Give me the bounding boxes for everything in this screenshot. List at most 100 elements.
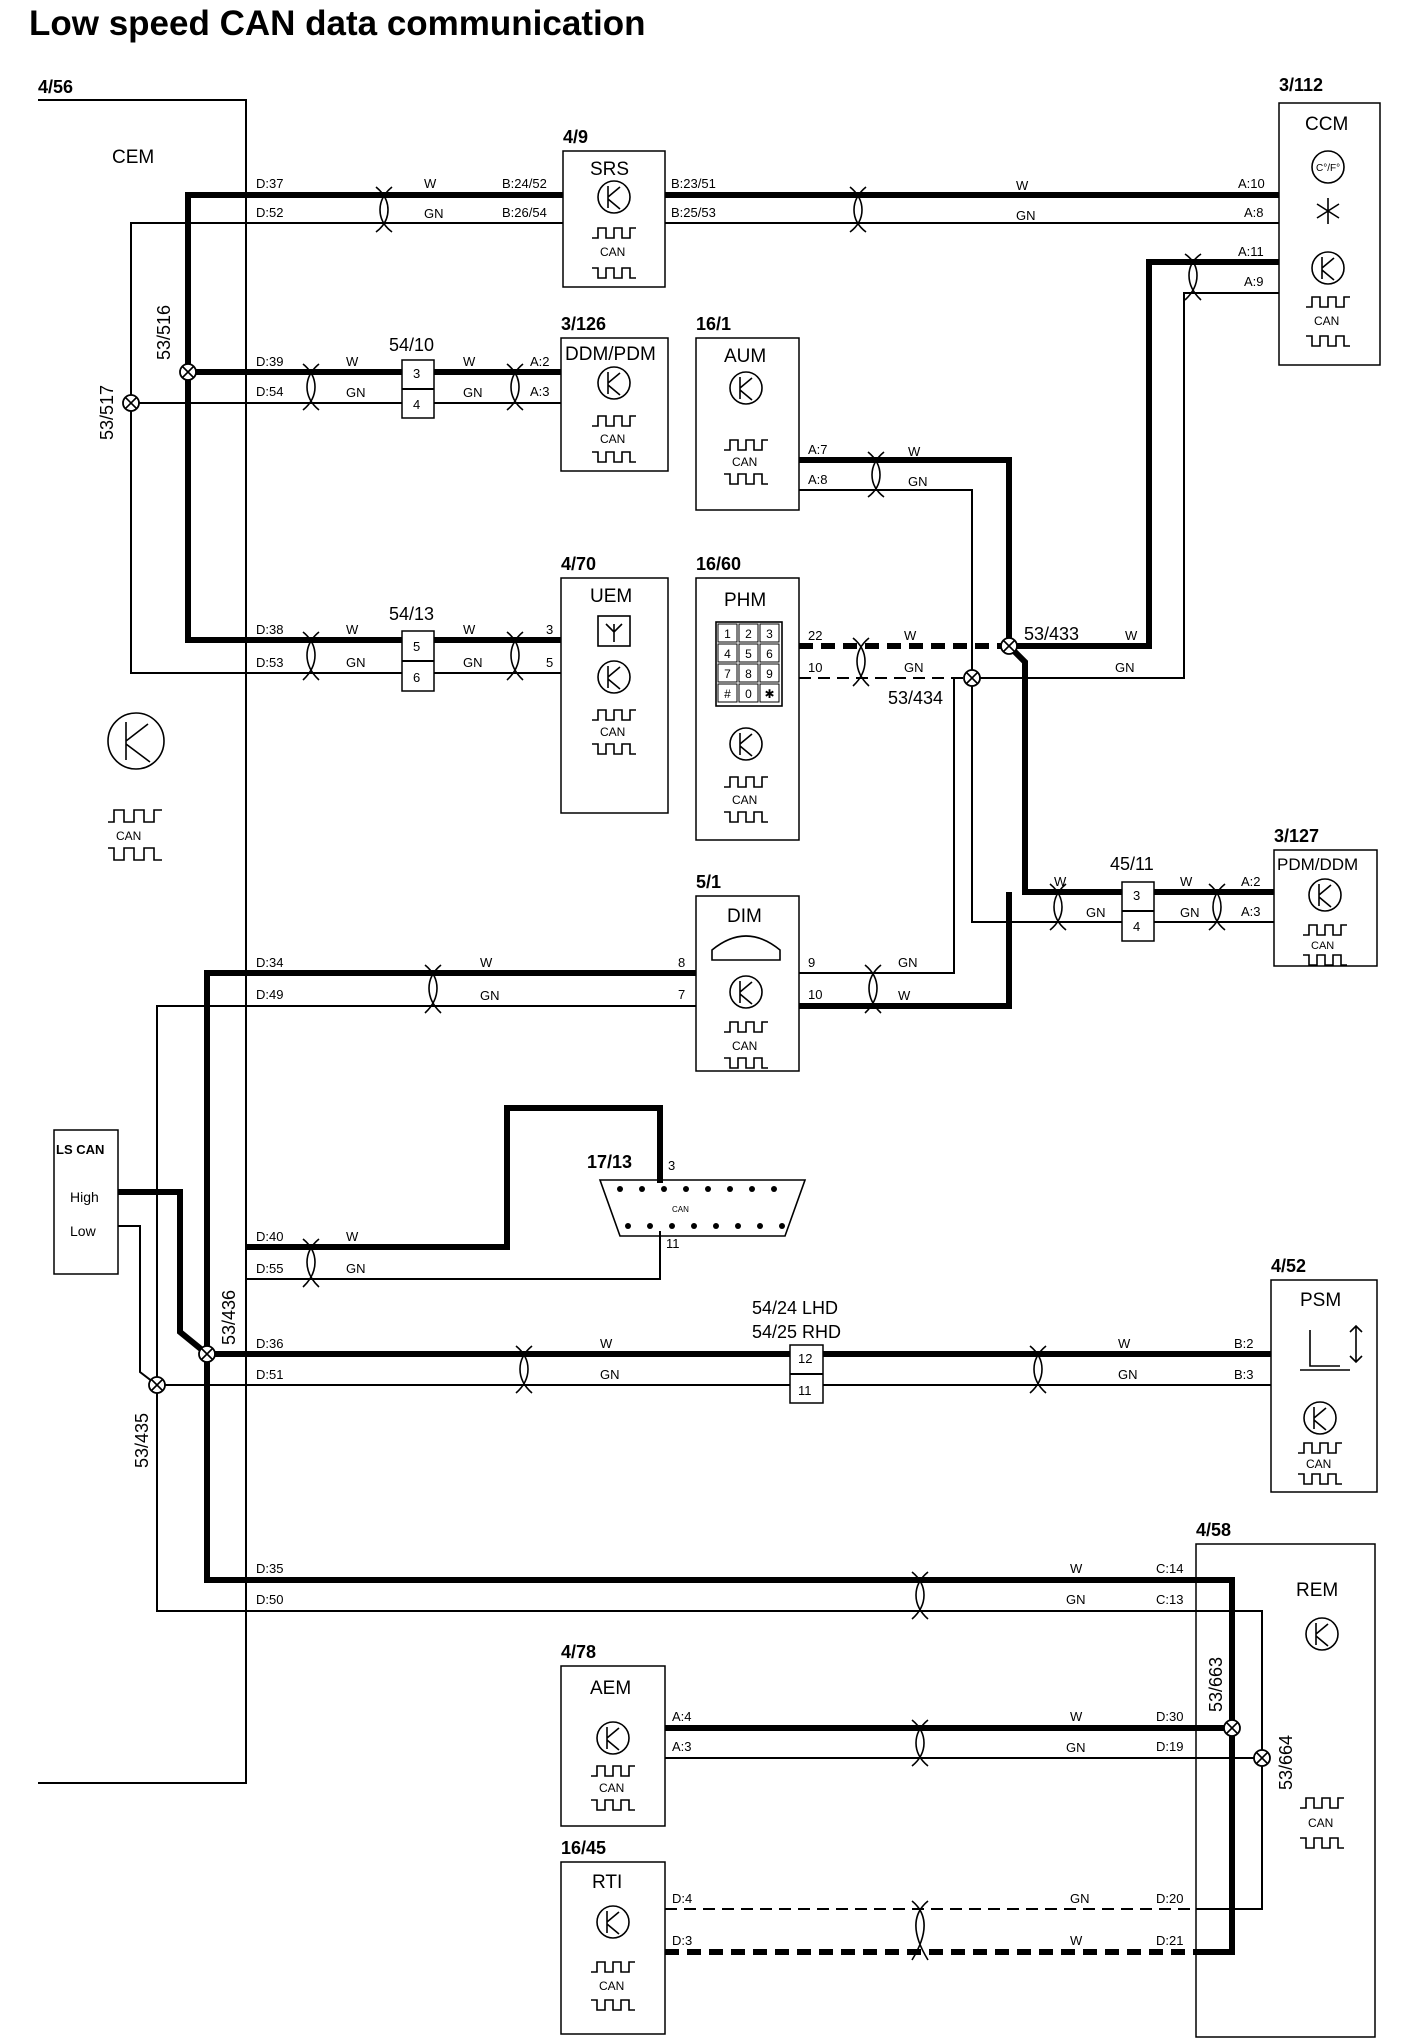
splice-53-433-label: 53/433 [1024,624,1079,644]
transistor-icon [597,366,631,400]
connector-45-11-ref: 45/11 [1110,854,1154,874]
transistor-icon [729,975,763,1009]
svg-text:D:50: D:50 [256,1592,283,1607]
svg-text:W: W [346,354,359,369]
keypad-key-label: 6 [766,647,773,661]
page-title: Low speed CAN data communication [29,4,646,43]
keypad-key [738,663,759,683]
connector-54-25-ref-rhd: 54/25 RHD [752,1322,841,1342]
svg-text:D:52: D:52 [256,205,283,220]
svg-text:W: W [1070,1561,1083,1576]
svg-text:W: W [1016,178,1029,193]
cem-ref: 4/56 [38,77,73,97]
ls-can-name: LS CAN [56,1142,104,1157]
transistor-icon [729,727,763,761]
svg-text:7: 7 [678,987,685,1002]
can-wave-icon [1298,1442,1342,1485]
can-label: CAN [672,1205,689,1214]
svg-text:GN: GN [480,988,500,1003]
svg-text:W: W [600,1336,613,1351]
svg-text:4: 4 [413,397,420,412]
connector-54-10-ref: 54/10 [389,335,434,355]
keypad-icon [715,621,783,707]
keypad-key [759,643,780,663]
svg-text:12: 12 [798,1351,812,1366]
ccm-temp-symbol: C°/F° [1316,163,1340,174]
aum-box [695,337,800,511]
svg-text:D:3: D:3 [672,1933,692,1948]
svg-text:W: W [424,176,437,191]
svg-text:W: W [1125,628,1138,643]
svg-text:A:11: A:11 [1238,244,1264,259]
svg-text:W: W [898,988,911,1003]
transistor-icon [597,180,631,214]
keypad-key-label: 5 [745,647,752,661]
svg-text:W: W [908,444,921,459]
svg-text:W: W [346,1229,359,1244]
svg-text:A:3: A:3 [672,1739,692,1754]
ddm-pdm-ref: 3/126 [561,314,606,334]
can-wave-icon [724,439,768,485]
can-label: CAN [599,1979,624,1993]
splice-53-436-label: 53/436 [219,1290,239,1345]
keypad-key-label: # [724,687,731,701]
svg-text:C:14: C:14 [1156,1561,1183,1576]
svg-text:W: W [1118,1336,1131,1351]
svg-text:5: 5 [413,639,420,654]
srs-box [562,150,666,288]
svg-text:11: 11 [798,1383,812,1398]
svg-text:A:10: A:10 [1238,176,1265,191]
transistor-icon [1311,251,1345,285]
keypad-key-label: ✱ [764,687,774,701]
svg-text:A:7: A:7 [808,442,828,457]
splice-53-434 [963,669,981,687]
svg-text:9: 9 [808,955,815,970]
transistor-icon [597,660,631,694]
svg-text:3: 3 [1133,888,1140,903]
splice-53-517 [122,394,140,412]
svg-text:D:55: D:55 [256,1261,283,1276]
can-wave-icon [591,1961,635,2011]
aem-ref: 4/78 [561,1642,596,1662]
can-wave-icon [1303,924,1347,966]
can-wave-icon [592,415,636,463]
keypad-key-label: 2 [745,627,752,641]
svg-text:D:49: D:49 [256,987,283,1002]
can-label: CAN [600,245,625,259]
can-label: CAN [1306,1457,1331,1471]
svg-text:B:25/53: B:25/53 [671,205,716,220]
ls-can-low: Low [70,1223,97,1239]
keypad-key [717,663,738,683]
ls-can-high: High [70,1189,99,1205]
svg-text:D:51: D:51 [256,1367,283,1382]
svg-text:B:23/51: B:23/51 [671,176,716,191]
transistor-icon [596,1905,630,1939]
svg-text:GN: GN [898,955,918,970]
can-label: CAN [1308,1816,1333,1830]
splice-53-436 [198,1345,216,1363]
svg-text:GN: GN [346,1261,366,1276]
instrument-cluster-icon [711,935,781,961]
svg-text:D:21: D:21 [1156,1933,1183,1948]
ddm-pdm-box [560,337,669,472]
svg-text:D:53: D:53 [256,655,283,670]
aum-name: AUM [724,346,766,367]
dim-name: DIM [727,906,762,927]
srs-ref: 4/9 [563,127,588,147]
keypad-key [759,663,780,683]
labels: 4/56 CEM 4/9 SRS 3/112 CCM C°/F° 3/126 D… [38,75,1358,1993]
svg-text:10: 10 [808,987,822,1002]
ccm-ref: 3/112 [1279,75,1323,95]
svg-text:W: W [346,622,359,637]
svg-text:GN: GN [1180,905,1200,920]
splice-junctions [122,363,1271,1767]
ccm-box [1278,102,1381,366]
svg-text:GN: GN [1066,1592,1086,1607]
svg-text:GN: GN [908,474,928,489]
splice-53-434-label: 53/434 [888,688,943,708]
dim-ref: 5/1 [696,872,721,892]
svg-text:D:20: D:20 [1156,1891,1183,1906]
dlc-ref: 17/13 [587,1152,632,1172]
can-wave-icon [724,776,768,823]
aum-ref: 16/1 [696,314,731,334]
